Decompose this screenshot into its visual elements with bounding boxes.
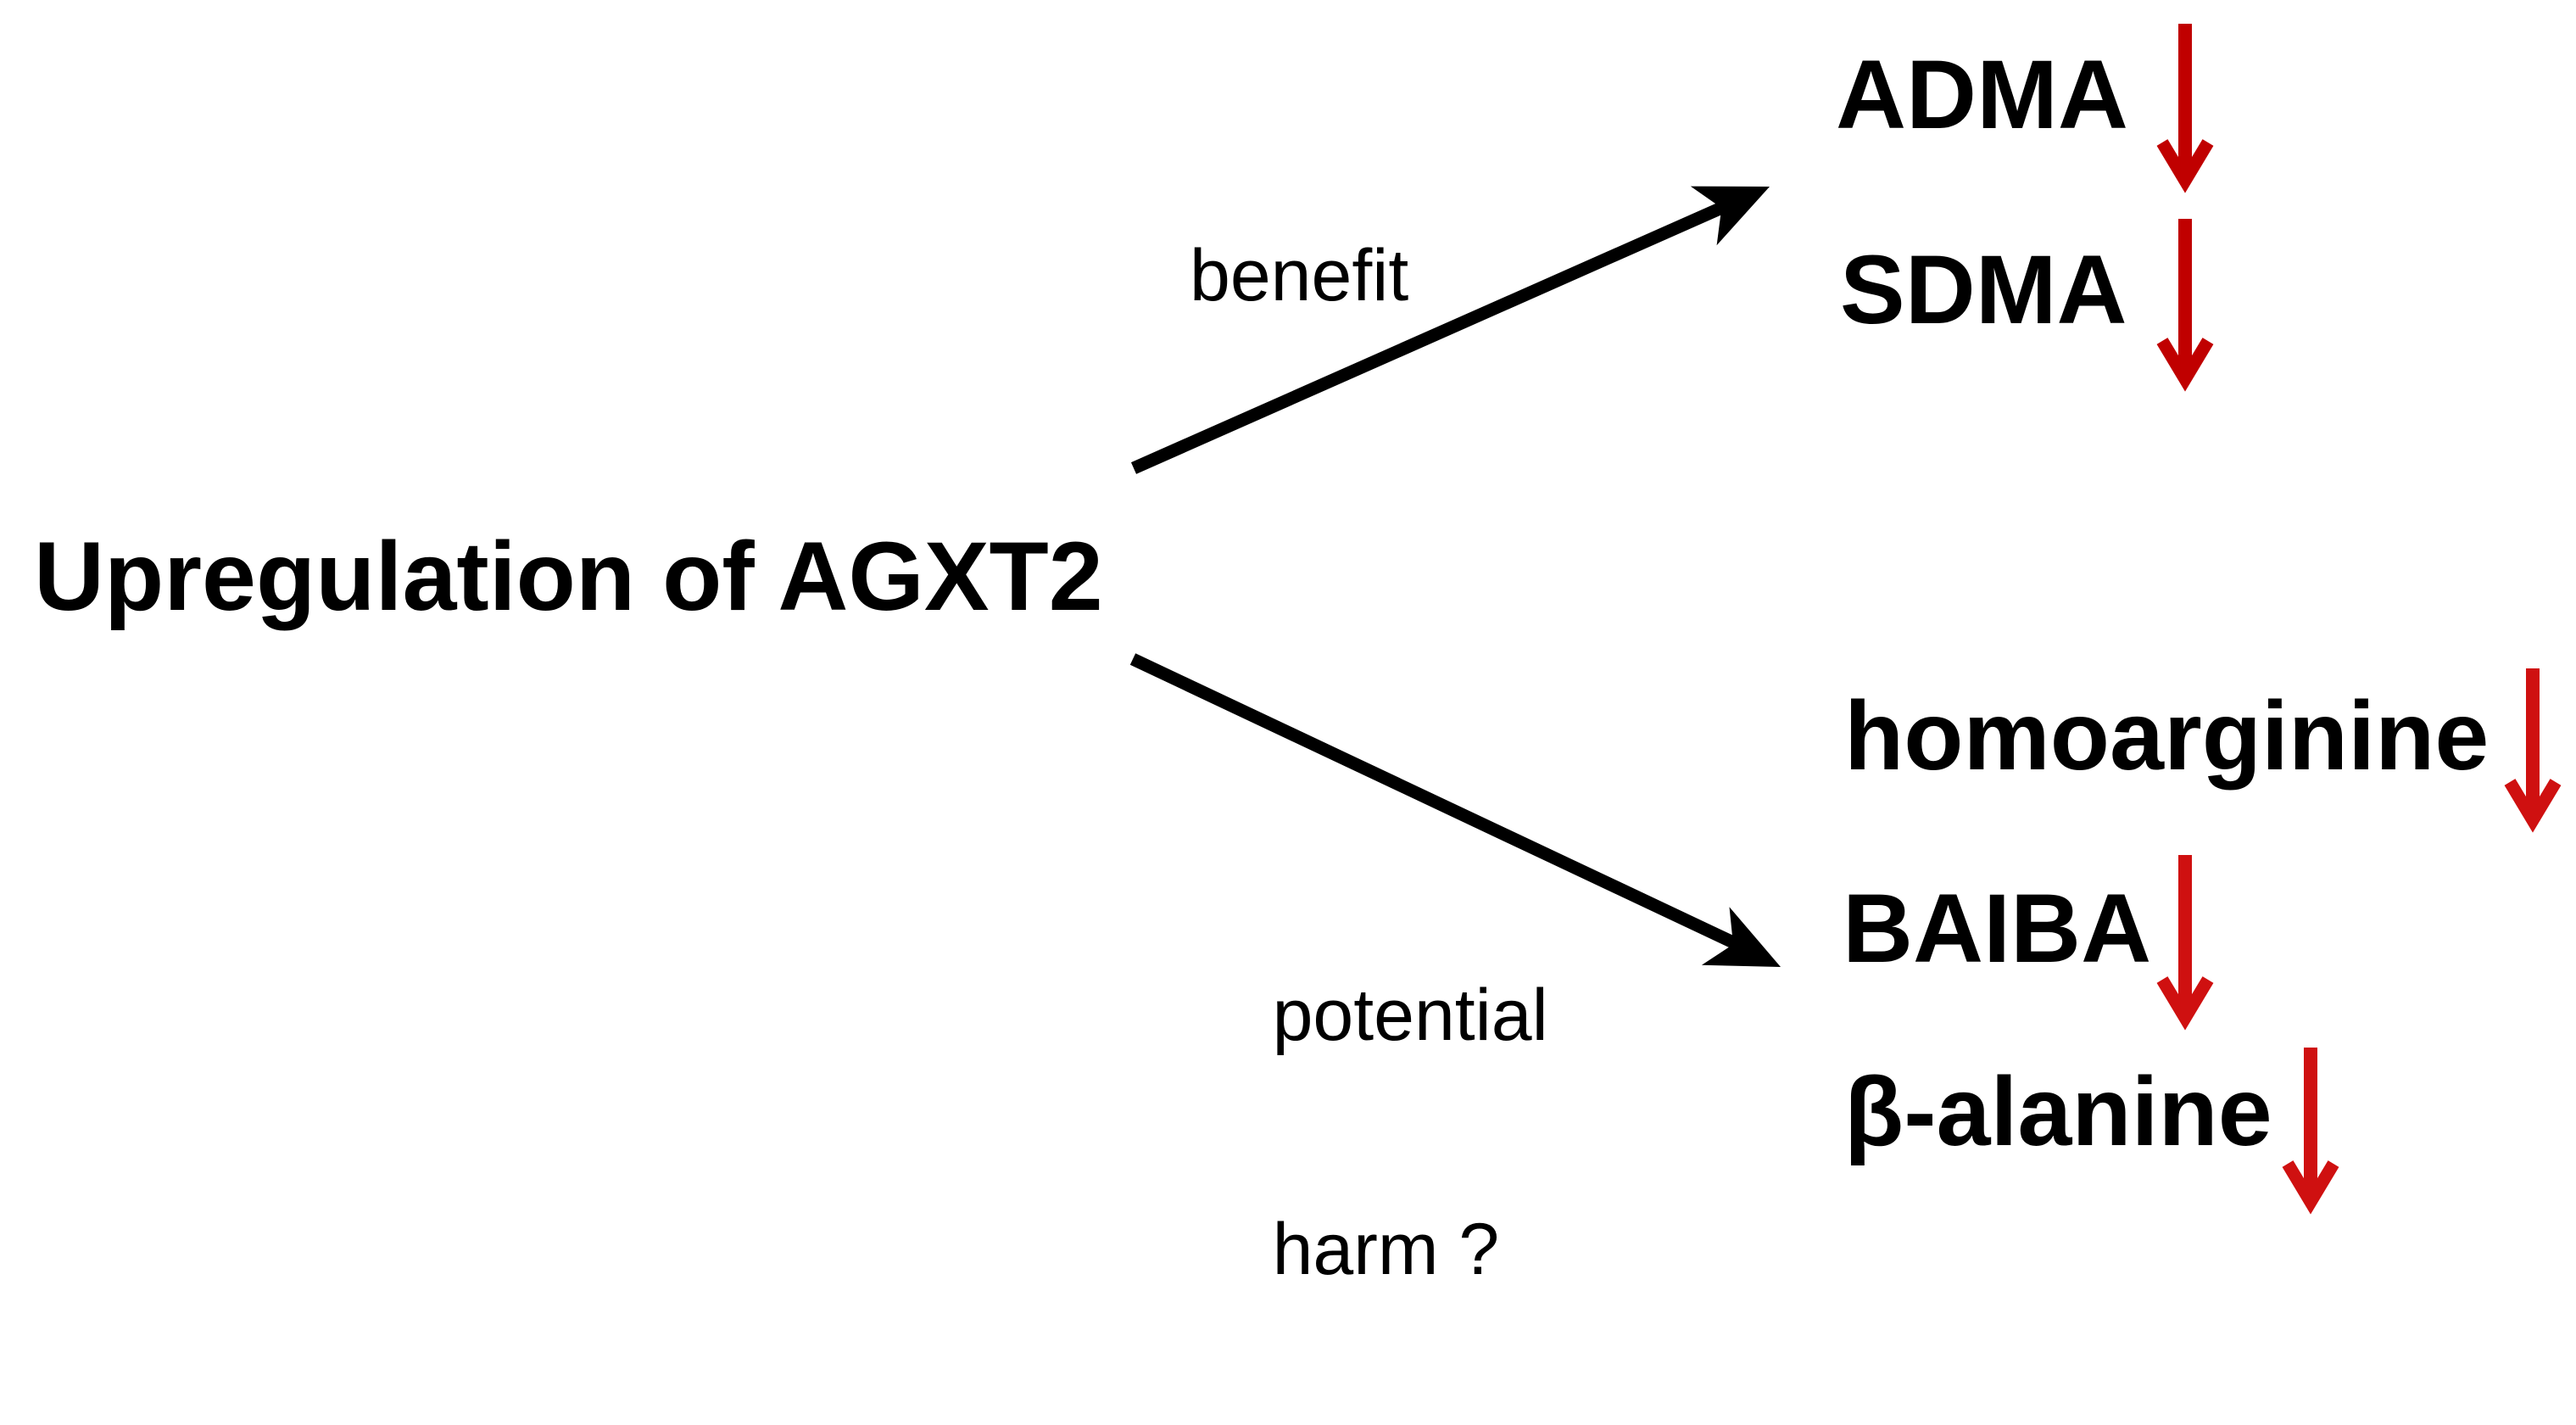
harm-arrow-head <box>1701 907 1781 967</box>
decrease-arrow-head <box>2156 338 2214 392</box>
harm-branch-label-line2: harm ? <box>1272 1209 1500 1290</box>
benefit-arrow-icon <box>1130 186 1770 474</box>
decrease-arrow-icon-beta-alanine <box>2282 1048 2339 1215</box>
source-node-label: Upregulation of AGXT2 <box>34 522 1103 631</box>
decrease-arrow-icon-adma <box>2156 24 2214 193</box>
decrease-arrow-icon-homoarginine <box>2504 668 2562 833</box>
decrease-arrow-head <box>2156 976 2214 1031</box>
benefit-branch-label: benefit <box>1190 235 1409 316</box>
decrease-arrow-head <box>2504 779 2562 833</box>
decrease-arrow-icon-baiba <box>2156 855 2214 1031</box>
decrease-arrow-head <box>2282 1160 2339 1215</box>
target-label-beta-alanine: β-alanine <box>1844 1058 2272 1166</box>
target-label-baiba: BAIBA <box>1843 875 2152 983</box>
target-label-homoarginine: homoarginine <box>1844 682 2490 791</box>
harm-branch-label-line1: potential <box>1272 975 1548 1056</box>
benefit-arrow-head <box>1690 186 1770 246</box>
target-label-sdma: SDMA <box>1840 236 2127 344</box>
diagram-canvas: Upregulation of AGXT2 benefit potential … <box>34 24 2562 1290</box>
decrease-arrow-icon-sdma <box>2156 219 2214 392</box>
harm-branch-label: potential harm ? <box>1191 840 1548 1425</box>
target-label-adma: ADMA <box>1836 41 2128 149</box>
decrease-arrow-head <box>2156 139 2214 193</box>
